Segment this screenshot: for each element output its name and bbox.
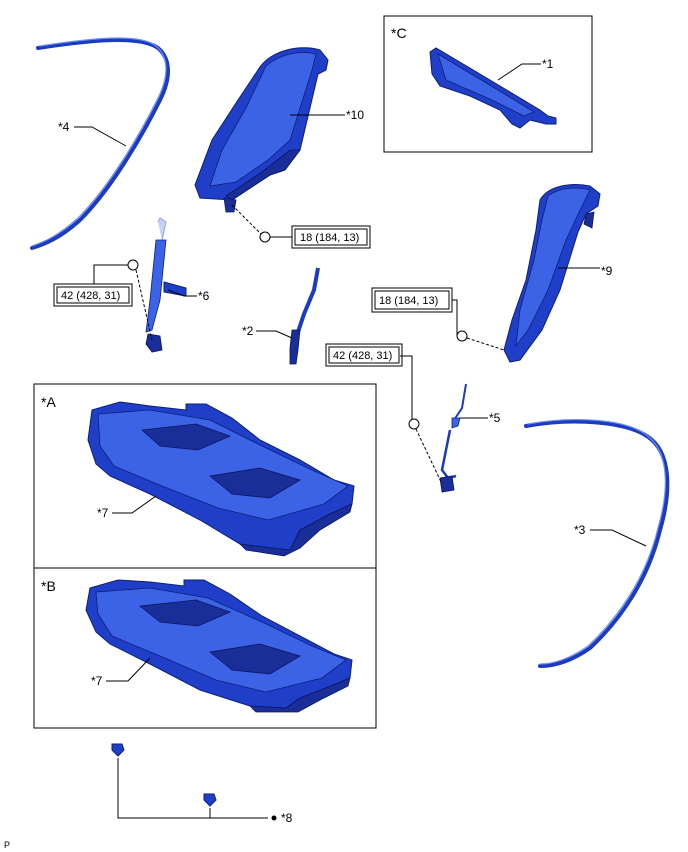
torque-leader-5	[400, 355, 413, 419]
panel-a-label: *A	[41, 394, 56, 410]
leader-5-hardware	[415, 428, 443, 485]
part-1-bracket	[429, 47, 557, 129]
torque-box-9: 18 (184, 13)	[371, 287, 453, 313]
corner-code: P	[4, 840, 10, 850]
callout-1: *1	[542, 57, 554, 71]
panel-b: *B *7	[33, 567, 377, 729]
leader-4	[74, 126, 127, 147]
callout-7b: *7	[91, 674, 103, 688]
torque-box-6: 42 (428, 31)	[53, 283, 133, 307]
torque-value-10: 18 (184, 13)	[300, 232, 359, 244]
panel-a: *A *7	[33, 383, 377, 569]
leader-9-hardware	[466, 337, 505, 351]
bolt-6	[127, 259, 139, 271]
bolt-10	[259, 231, 271, 243]
torque-leader-6	[93, 264, 128, 284]
leader-6	[167, 289, 197, 297]
torque-value-5: 42 (428, 31)	[333, 350, 392, 362]
part-5-belt-buckle	[439, 383, 467, 493]
part-6-belt-anchor	[145, 217, 187, 353]
bolt-9	[456, 330, 468, 342]
callout-4: *4	[58, 120, 70, 134]
leader-10-hardware	[231, 204, 263, 236]
torque-leader-9	[452, 299, 458, 336]
torque-value-9: 18 (184, 13)	[379, 295, 438, 307]
callout-5: *5	[489, 411, 501, 425]
leader-3	[590, 529, 647, 547]
part-7-seat-cushion-b	[85, 579, 353, 713]
part-8-clip-lower	[203, 793, 217, 807]
part-10-side-cover	[194, 47, 329, 213]
torque-box-5: 42 (428, 31)	[325, 343, 403, 367]
panel-b-label: *B	[41, 578, 56, 594]
part-4-wire-frame	[30, 37, 170, 250]
panel-c: *C *1	[383, 15, 593, 153]
callout-3: *3	[574, 523, 586, 537]
leader-8-dot	[271, 815, 277, 821]
callout-8: *8	[281, 811, 293, 825]
callout-6: *6	[198, 289, 210, 303]
torque-box-10: 18 (184, 13)	[291, 225, 371, 249]
callout-2: *2	[242, 324, 254, 338]
panel-c-label: *C	[391, 25, 407, 41]
leader-8	[117, 758, 268, 819]
part-3-wire-frame	[524, 419, 670, 668]
leader-7b	[106, 657, 151, 682]
bolt-5	[408, 418, 420, 430]
part-2-strap	[289, 267, 320, 365]
torque-value-6: 42 (428, 31)	[61, 290, 120, 302]
callout-10: *10	[346, 108, 364, 122]
part-9-side-cover	[503, 184, 601, 363]
leader-7a	[112, 495, 157, 514]
part-7-seat-cushion-a	[87, 401, 355, 557]
callout-7a: *7	[97, 506, 109, 520]
leader-2	[256, 330, 293, 339]
part-8-clip-upper	[111, 743, 125, 757]
leader-6-hardware	[135, 269, 153, 341]
callout-9: *9	[601, 264, 613, 278]
leader-1	[497, 63, 541, 81]
